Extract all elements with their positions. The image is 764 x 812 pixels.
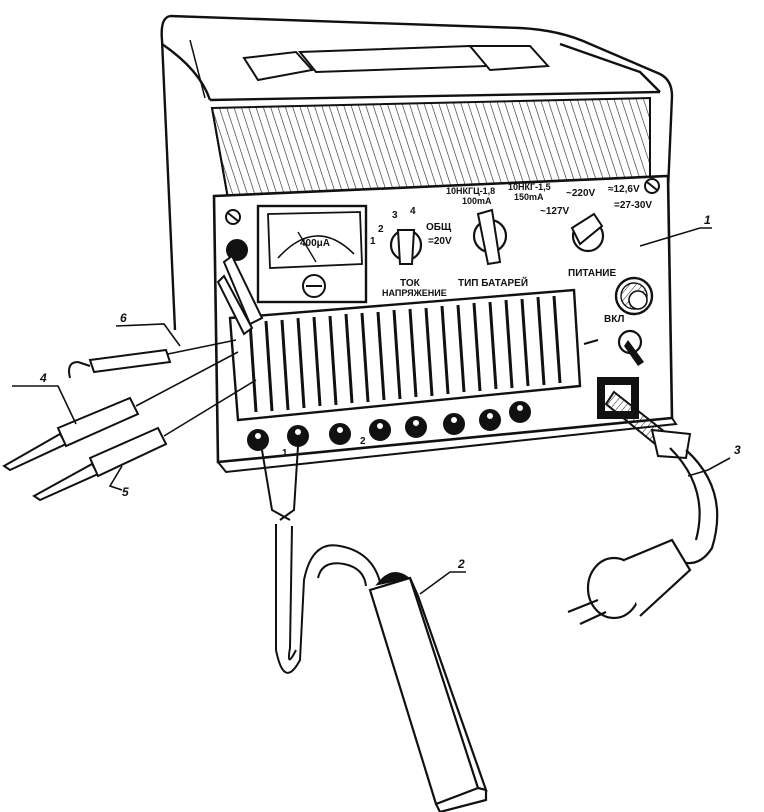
callout-lines	[12, 227, 731, 595]
mains-plug-3[interactable]	[567, 447, 719, 625]
battery-option-b-line2: 150mA	[514, 192, 544, 202]
front-heatsink	[228, 288, 599, 422]
meter	[256, 204, 368, 304]
top-handle	[242, 44, 551, 82]
power-option-27: =27-30V	[614, 200, 652, 211]
test-probe-4[interactable]	[2, 351, 239, 472]
clamp-cable	[261, 445, 381, 674]
test-probe-5[interactable]	[32, 379, 257, 502]
power-toggle-label: ВКЛ	[604, 314, 624, 325]
battery-switch-label: ТИП БАТАРЕЙ	[458, 276, 528, 289]
switch-common-value: =20V	[428, 236, 452, 247]
clamp-2[interactable]	[368, 572, 488, 812]
switch-position-3: 3	[392, 210, 398, 221]
callout-2: 2	[457, 557, 465, 571]
switch-label-voltage: НАПРЯЖЕНИЕ	[382, 288, 447, 298]
power-option-12: ≈12,6V	[608, 184, 640, 195]
power-switch-label: ПИТАНИЕ	[568, 268, 616, 279]
switch-label-current: ТОК	[400, 278, 421, 289]
terminal-number-2: 2	[360, 436, 366, 447]
power-selector-switch[interactable]	[570, 212, 605, 253]
terminal-number-1: 1	[282, 448, 288, 459]
switch-position-2: 2	[378, 224, 384, 235]
battery-option-a-line1: 10НКГЦ-1,8	[446, 186, 495, 196]
meter-scale-label: 400μA	[300, 238, 330, 249]
callout-6: 6	[120, 311, 127, 325]
callout-1: 1	[704, 213, 711, 227]
power-knob[interactable]	[614, 276, 654, 316]
callout-4: 4	[39, 371, 47, 385]
battery-option-a-line2: 100mA	[462, 196, 492, 206]
switch-common-label: ОБЩ	[426, 222, 452, 233]
battery-type-switch[interactable]	[472, 208, 508, 266]
switch-position-1: 1	[370, 236, 376, 247]
callout-5: 5	[122, 485, 129, 499]
battery-option-b-line1: 10НКГ-1,5	[508, 182, 551, 192]
switch-position-4: 4	[410, 206, 416, 217]
callout-3: 3	[734, 443, 741, 457]
binding-posts[interactable]	[247, 401, 531, 451]
upper-jacks[interactable]	[216, 239, 264, 336]
screw-icon	[225, 178, 660, 225]
housing	[160, 14, 674, 331]
clip-lead-6[interactable]	[68, 339, 237, 379]
power-option-220: ~220V	[566, 188, 596, 199]
current-voltage-switch[interactable]	[389, 228, 423, 265]
power-toggle[interactable]	[617, 329, 644, 366]
mains-connector[interactable]	[597, 377, 692, 460]
power-option-127: ~127V	[540, 206, 570, 217]
